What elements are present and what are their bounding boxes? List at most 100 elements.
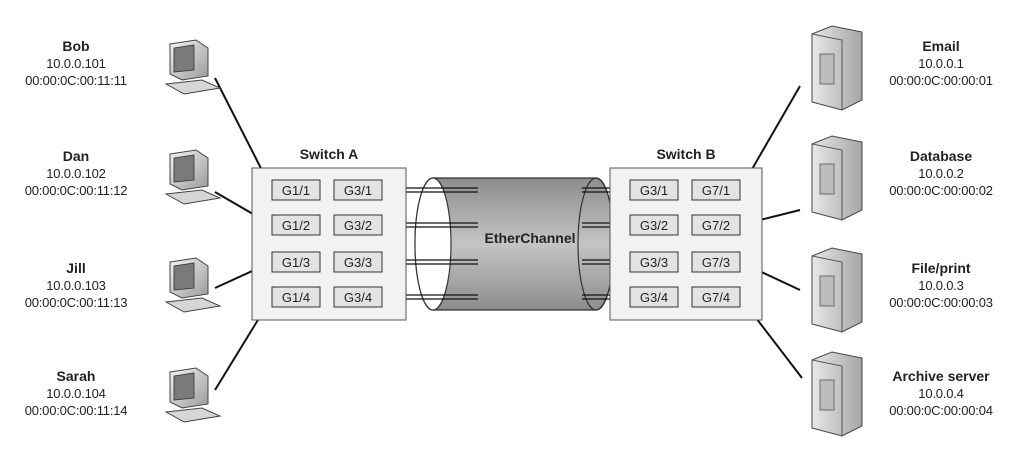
switch-a-port-4: G1/4: [271, 286, 321, 308]
port-label: G3/4: [344, 290, 372, 305]
switch-a-channel-port-1: G3/1: [333, 179, 383, 201]
server-name: File/print: [911, 260, 971, 276]
port-box: [333, 179, 383, 201]
server-panel: [819, 275, 835, 307]
client-label-bob: Bob 10.0.0.101 00:00:0C:00:11:11: [0, 38, 152, 89]
client-ip: 10.0.0.104: [46, 386, 106, 401]
keyboard: [164, 297, 222, 313]
port-box: [691, 286, 741, 308]
server-mac: 00:00:0C:00:00:03: [889, 295, 993, 310]
server-panel: [819, 163, 835, 195]
port-label: G3/2: [640, 218, 668, 233]
server-ip: 10.0.0.2: [918, 166, 964, 181]
port-label: G3/2: [344, 218, 372, 233]
server-ip: 10.0.0.1: [918, 56, 964, 71]
screen: [173, 262, 195, 291]
port-label: G7/4: [702, 290, 730, 305]
client-label-sarah: Sarah 10.0.0.104 00:00:0C:00:11:14: [0, 368, 152, 419]
switch-a-port-1: G1/1: [271, 179, 321, 201]
server-label-database: Database 10.0.0.2 00:00:0C:00:00:02: [866, 148, 1016, 199]
port-box: [691, 179, 741, 201]
port-box: [271, 251, 321, 273]
port-label: G1/2: [282, 218, 310, 233]
switch-a-channel-port-4: G3/4: [333, 286, 383, 308]
client-name: Jill: [66, 260, 86, 276]
switch-b-port-1: G7/1: [691, 179, 741, 201]
client-mac: 00:00:0C:00:11:11: [25, 73, 127, 88]
server-ip: 10.0.0.3: [918, 278, 964, 293]
port-label: G7/1: [702, 183, 730, 198]
switches: G1/1 G3/1 G3/1 G7/1G1/2 G3/2 G3/2 G7/2G1/3 G3/3…: [251, 167, 763, 321]
port-label: G1/3: [282, 255, 310, 270]
port-label: G3/1: [344, 183, 372, 198]
server-body: [811, 135, 863, 221]
server-mac: 00:00:0C:00:00:01: [889, 73, 993, 88]
computer-icon: [164, 149, 222, 205]
switch-a-port-2: G1/2: [271, 214, 321, 236]
client-ip: 10.0.0.101: [46, 56, 106, 71]
port-box: [629, 286, 679, 308]
port-label: G3/3: [344, 255, 372, 270]
etherchannel-label: EtherChannel: [484, 230, 576, 246]
server-icon: [811, 247, 863, 333]
server-label-email: Email 10.0.0.1 00:00:0C:00:00:01: [866, 38, 1016, 89]
server-icon: [811, 135, 863, 221]
port-label: G7/3: [702, 255, 730, 270]
server-edge: [811, 33, 843, 110]
computer-icon: [164, 39, 222, 95]
switch-b-port-2: G7/2: [691, 214, 741, 236]
port-box: [271, 286, 321, 308]
keyboard: [164, 189, 222, 205]
switch-b-port-4: G7/4: [691, 286, 741, 308]
tube-left-end: [414, 177, 452, 311]
switch-b-channel-port-4: G3/4: [629, 286, 679, 308]
screen: [173, 154, 195, 183]
switch-a-channel-port-2: G3/2: [333, 214, 383, 236]
client-label-dan: Dan 10.0.0.102 00:00:0C:00:11:12: [0, 148, 152, 199]
server-name: Email: [922, 38, 960, 54]
client-mac: 00:00:0C:00:11:14: [24, 403, 128, 418]
client-mac: 00:00:0C:00:11:13: [24, 295, 128, 310]
computer-icon: [164, 257, 222, 313]
server-edge: [811, 359, 843, 436]
keyboard: [164, 79, 222, 95]
server-body: [811, 351, 863, 437]
port-box: [629, 179, 679, 201]
port-label: G1/4: [282, 290, 310, 305]
port-box: [629, 214, 679, 236]
port-box: [271, 179, 321, 201]
port-label: G3/4: [640, 290, 668, 305]
server-ip: 10.0.0.4: [918, 386, 964, 401]
screen: [173, 372, 195, 401]
client-ip: 10.0.0.103: [46, 278, 106, 293]
port-box: [691, 214, 741, 236]
client-name: Bob: [62, 38, 90, 54]
server-body: [811, 25, 863, 111]
port-box: [271, 214, 321, 236]
server-panel: [819, 379, 835, 411]
client-label-jill: Jill 10.0.0.103 00:00:0C:00:11:13: [0, 260, 152, 311]
switch-b-channel-port-2: G3/2: [629, 214, 679, 236]
server-label-archive: Archive server 10.0.0.4 00:00:0C:00:00:0…: [866, 368, 1016, 419]
switch-b-channel-port-1: G3/1: [629, 179, 679, 201]
switch-a-channel-port-3: G3/3: [333, 251, 383, 273]
keyboard: [164, 407, 222, 423]
devices: [164, 25, 863, 437]
port-box: [333, 251, 383, 273]
client-name: Sarah: [56, 368, 96, 384]
server-edge: [811, 255, 843, 332]
screen: [173, 44, 195, 73]
port-label: G1/1: [282, 183, 310, 198]
port-label: G3/3: [640, 255, 668, 270]
server-panel: [819, 53, 835, 85]
port-label: G7/2: [702, 218, 730, 233]
server-edge: [811, 143, 843, 220]
switch-a-title: Switch A: [299, 146, 359, 162]
server-mac: 00:00:0C:00:00:04: [889, 403, 993, 418]
server-name: Database: [909, 148, 973, 164]
port-label: G3/1: [640, 183, 668, 198]
server-icon: [811, 351, 863, 437]
port-box: [333, 286, 383, 308]
